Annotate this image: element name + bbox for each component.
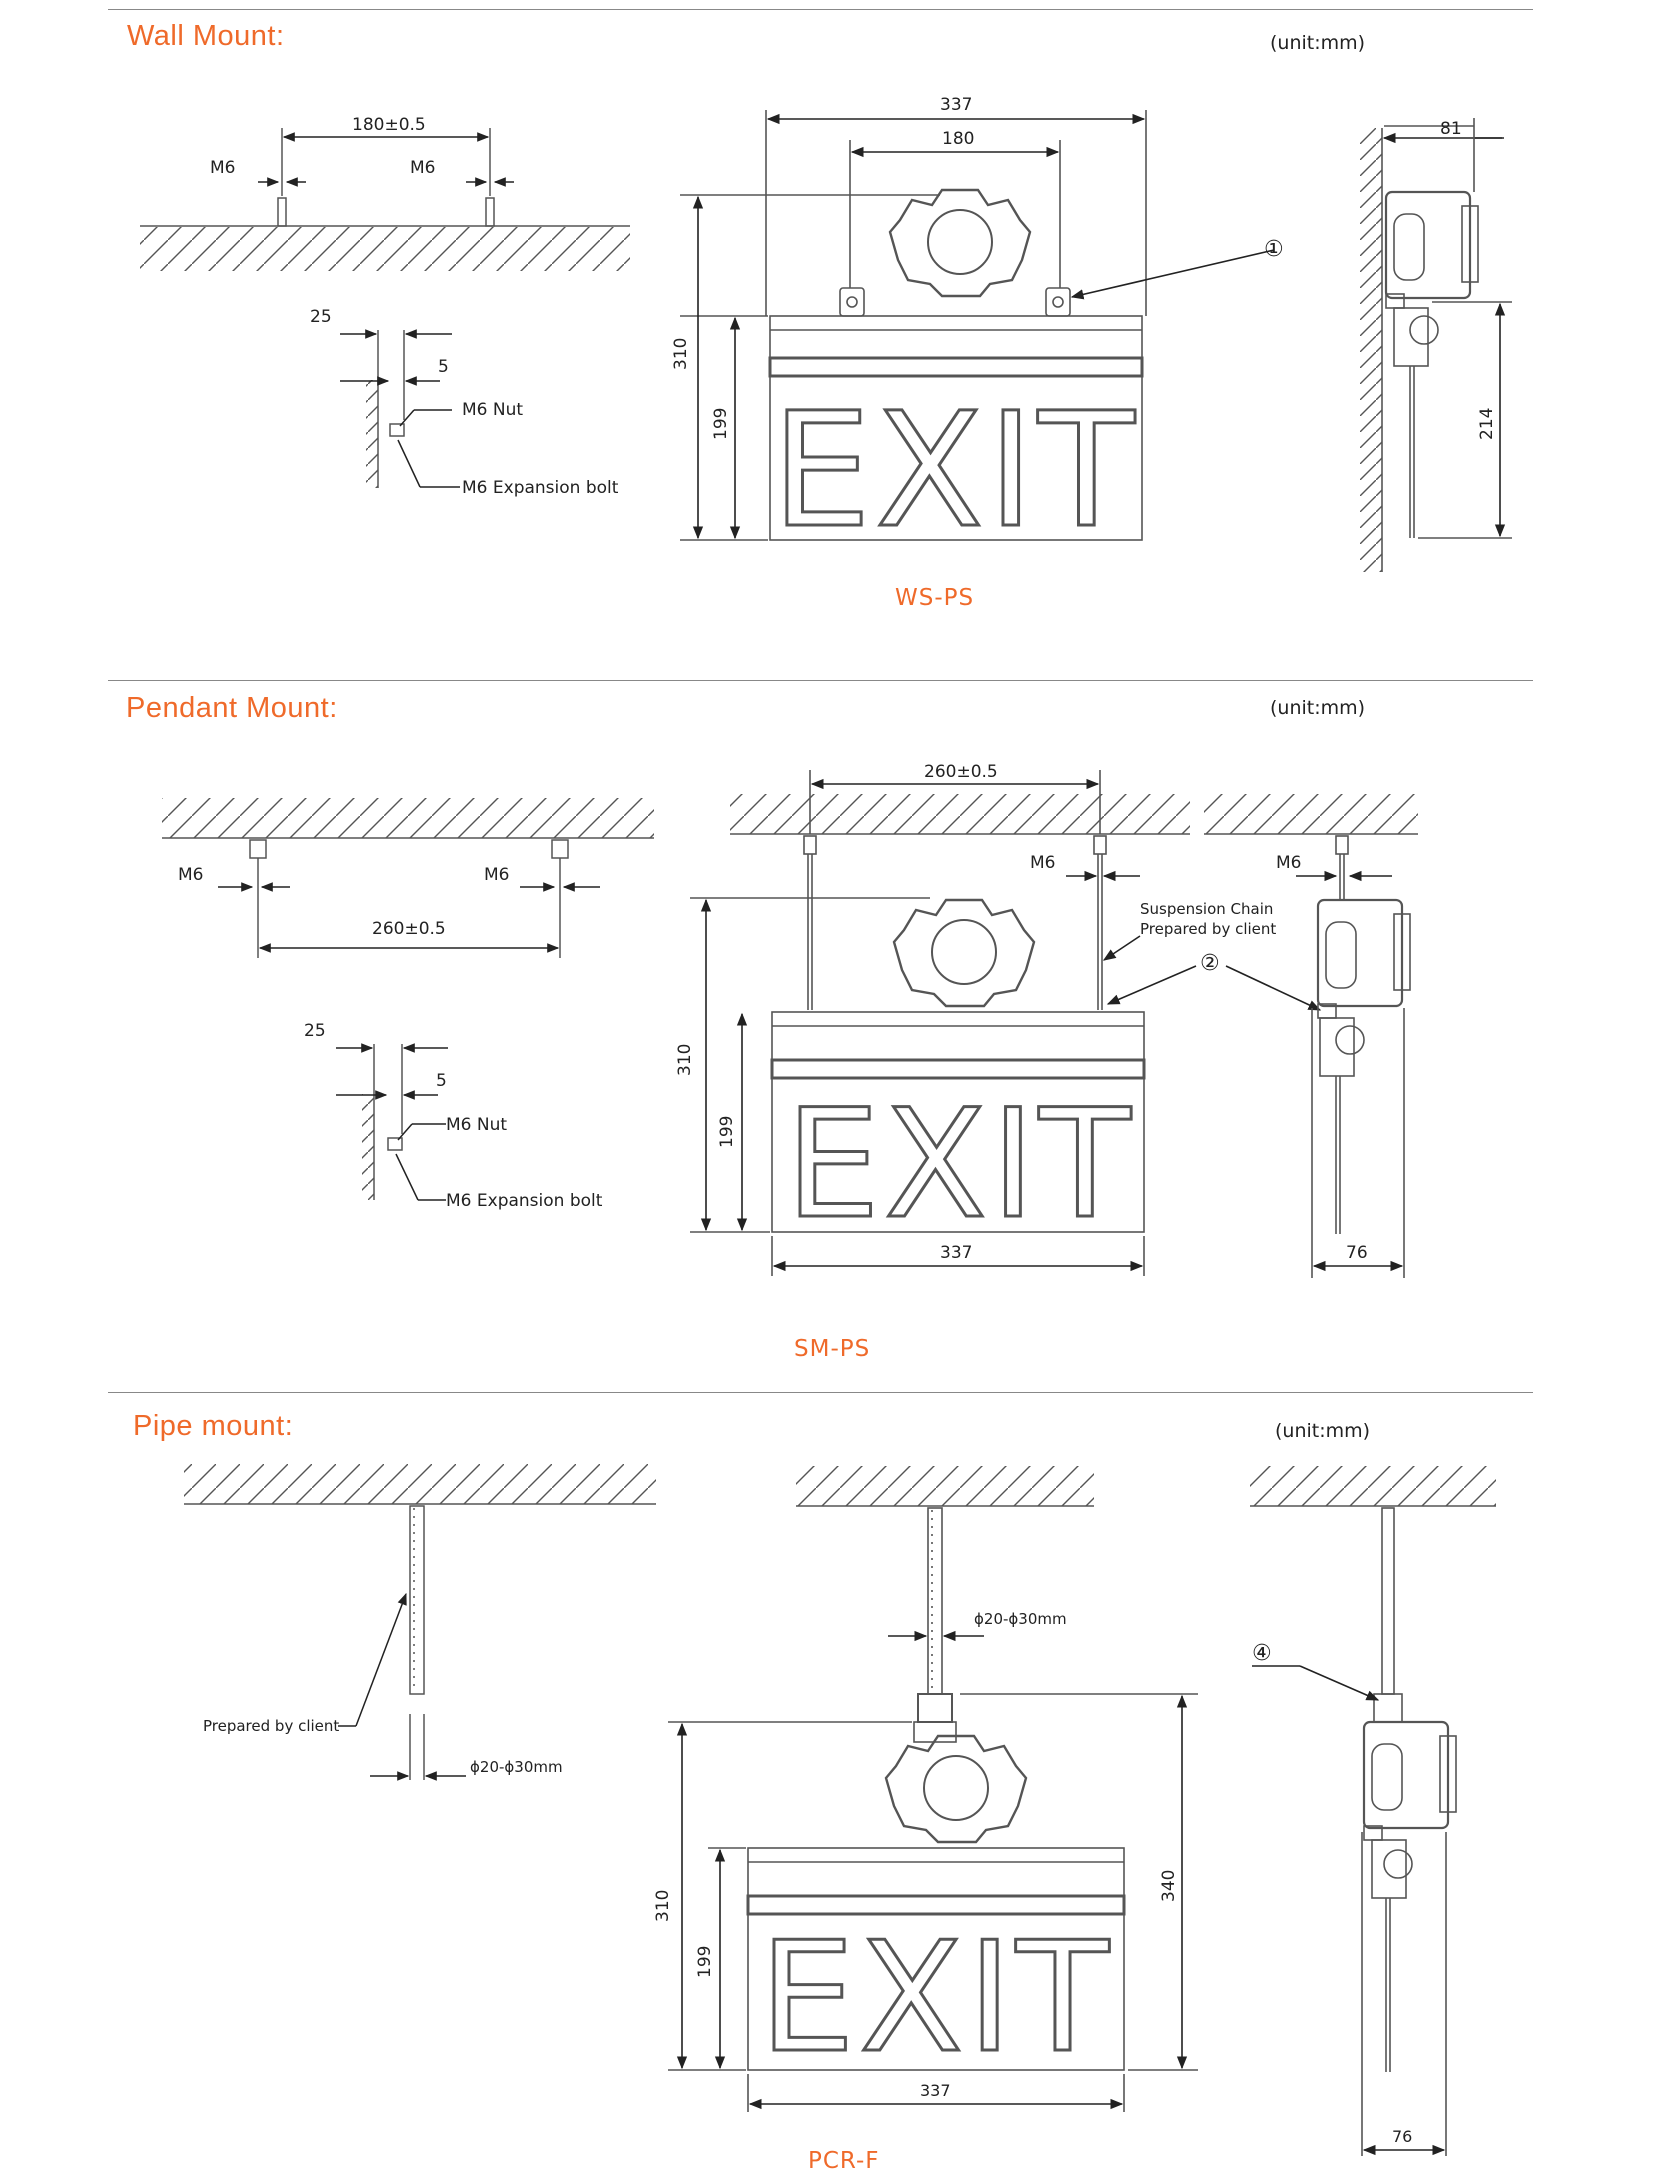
wall-pendant-divider xyxy=(108,680,1533,681)
pipe-mount-title: Pipe mount: xyxy=(133,1410,294,1442)
pendant-nut-label: M6 Nut xyxy=(446,1115,507,1135)
pendant-mount-title: Pendant Mount: xyxy=(126,692,338,724)
pipe-ceiling-detail xyxy=(184,1464,656,1781)
pipe-width-label: 337 xyxy=(920,2081,951,2100)
wall-spacing-label: 180±0.5 xyxy=(352,115,426,135)
wall-m6-left-label: M6 xyxy=(210,158,235,178)
wall-bolt-detail xyxy=(340,329,460,488)
wall-d5-label: 5 xyxy=(438,357,449,377)
pendant-m6-left-label: M6 xyxy=(178,865,203,885)
pipe-front-view xyxy=(668,1466,1198,2112)
pipe-side-view xyxy=(1250,1466,1496,2156)
wall-m6-right-label: M6 xyxy=(410,158,435,178)
pipe-dia-left-label: ϕ20-ϕ30mm xyxy=(470,1758,563,1776)
wall-depth-label: 81 xyxy=(1440,119,1462,139)
wall-bolt-label: M6 Expansion bolt xyxy=(462,478,619,498)
pipe-dia-front-label: ϕ20-ϕ30mm xyxy=(974,1610,1067,1628)
pendant-m6-side-label: M6 xyxy=(1276,853,1301,873)
pendant-d25-label: 25 xyxy=(304,1021,326,1041)
wall-d25-label: 25 xyxy=(310,307,332,327)
pipe-unit-note: (unit:mm) xyxy=(1275,1420,1371,1442)
pipe-total-height-label: 340 xyxy=(1159,1870,1179,1902)
pendant-height-label: 310 xyxy=(675,1044,695,1076)
pipe-height-label: 310 xyxy=(653,1890,673,1922)
wall-width-label: 337 xyxy=(940,95,972,115)
pipe-side-depth-label: 76 xyxy=(1392,2127,1412,2146)
pendant-bolt-detail xyxy=(336,1043,448,1201)
wall-unit-note: (unit:mm) xyxy=(1270,32,1366,54)
pipe-sign-exit-text: EXIT xyxy=(759,1909,1113,2086)
wall-mount-title: Wall Mount: xyxy=(127,20,285,52)
pendant-bolt-label: M6 Expansion bolt xyxy=(446,1191,603,1211)
pendant-top-spacing-label: 260±0.5 xyxy=(924,762,998,782)
pendant-chain-label-line1: Suspension Chain xyxy=(1140,900,1273,918)
top-rule xyxy=(108,9,1533,10)
wall-callout-marker: ① xyxy=(1264,237,1284,262)
wall-side-height-label: 214 xyxy=(1477,408,1497,440)
pendant-unit-note: (unit:mm) xyxy=(1270,697,1366,719)
pipe-sign-height-label: 199 xyxy=(695,1946,715,1978)
pendant-model-label: SM-PS xyxy=(794,1336,871,1362)
pendant-m6-front-label: M6 xyxy=(1030,853,1055,873)
pendant-d5-label: 5 xyxy=(436,1071,447,1091)
wall-height-label: 310 xyxy=(671,338,691,370)
wall-model-label: WS-PS xyxy=(895,585,975,611)
pendant-ceiling-detail xyxy=(162,798,654,958)
pipe-callout-marker: ④ xyxy=(1252,1641,1272,1666)
pendant-callout-marker: ② xyxy=(1200,951,1220,976)
wall-ceiling-detail xyxy=(140,128,630,271)
pendant-chain-label-line2: Prepared by client xyxy=(1140,920,1276,938)
pendant-sign-exit-text: EXIT xyxy=(785,1078,1134,1252)
wall-nut-label: M6 Nut xyxy=(462,400,523,420)
pendant-side-view xyxy=(1204,794,1418,1278)
pendant-front-view xyxy=(690,770,1322,1276)
wall-sign-height-label: 199 xyxy=(711,408,731,440)
pendant-sign-height-label: 199 xyxy=(717,1116,737,1148)
pendant-m6-right-label: M6 xyxy=(484,865,509,885)
wall-side-view xyxy=(1360,118,1512,572)
pendant-width-label: 337 xyxy=(940,1243,972,1263)
wall-sign-exit-text: EXIT xyxy=(771,379,1138,563)
wall-front-view xyxy=(680,110,1275,541)
pendant-pipe-divider xyxy=(108,1392,1533,1393)
pipe-prepared-label: Prepared by client xyxy=(203,1717,339,1735)
wall-hole-spacing-label: 180 xyxy=(942,129,974,149)
pendant-side-depth-label: 76 xyxy=(1346,1243,1368,1263)
pendant-spacing-label: 260±0.5 xyxy=(372,919,446,939)
